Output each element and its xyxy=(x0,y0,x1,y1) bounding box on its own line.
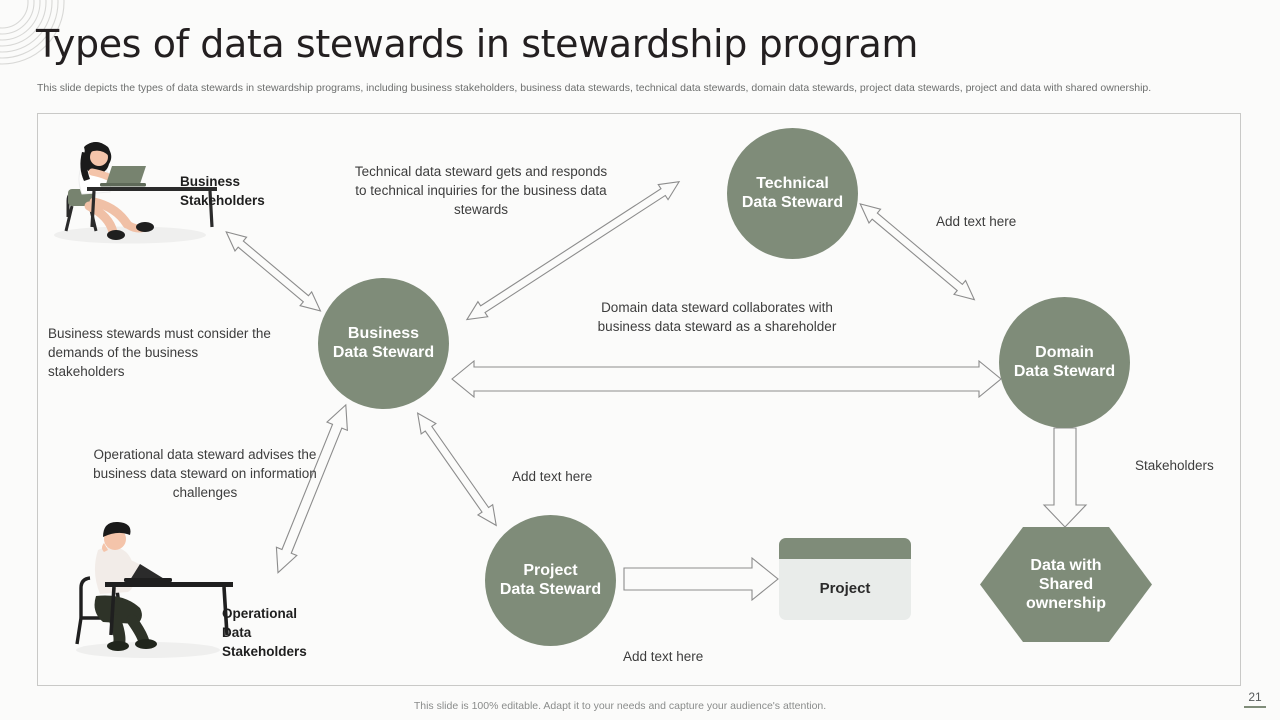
node-domain-data-steward[interactable]: Domain Data Steward xyxy=(999,297,1130,428)
label-operational-steward-note: Operational data steward advises the bus… xyxy=(93,447,317,500)
label-business-demands-note: Business stewards must consider the dema… xyxy=(48,326,271,379)
node-shared-ownership-label: Data with Shared ownership xyxy=(1026,556,1106,614)
node-label-line-3: ownership xyxy=(1025,595,1106,613)
label-stakeholders: Stakeholders xyxy=(1135,458,1214,473)
page-subtitle: This slide depicts the types of data ste… xyxy=(37,82,1152,94)
node-label-line-2: Shared xyxy=(1038,575,1094,593)
node-technical-data-steward-label: Technical Data Steward xyxy=(742,175,843,213)
project-box-label: Project xyxy=(819,579,871,597)
decorative-arcs-icon xyxy=(0,0,65,65)
node-label-line-2: Data Steward xyxy=(332,343,435,361)
node-business-data-steward[interactable]: Business Data Steward xyxy=(318,278,449,409)
node-label-line-1: Domain xyxy=(1035,343,1094,361)
node-label-line-2: Data Steward xyxy=(741,193,844,211)
node-domain-data-steward-label: Domain Data Steward xyxy=(1014,344,1115,382)
label-line-2: Stakeholders xyxy=(180,193,265,208)
label-business-stakeholders: Business Stakeholders xyxy=(180,172,330,210)
label-operational-data-stakeholders: Operational Data Stakeholders xyxy=(222,604,352,661)
node-project-box[interactable]: Project xyxy=(779,538,911,620)
footer-note: This slide is 100% editable. Adapt it to… xyxy=(413,700,827,712)
page-number-underline xyxy=(1244,706,1266,708)
node-label-line-1: Data with xyxy=(1030,556,1102,574)
project-box-header-bar xyxy=(779,538,911,559)
node-technical-data-steward[interactable]: Technical Data Steward xyxy=(727,128,858,259)
operational-stakeholder-illustration xyxy=(75,521,233,658)
node-label-line-1: Project xyxy=(523,561,578,579)
label-line-3: Stakeholders xyxy=(222,644,307,659)
label-line-1: Business xyxy=(180,174,241,189)
page-title: Types of data stewards in stewardship pr… xyxy=(36,22,919,66)
label-add-text-here-right[interactable]: Add text here xyxy=(936,214,1017,229)
label-domain-steward-note: Domain data steward collaborates with bu… xyxy=(597,300,837,334)
page-number: 21 xyxy=(1242,690,1268,708)
node-business-data-steward-label: Business Data Steward xyxy=(333,325,434,363)
label-add-text-here-bottom[interactable]: Add text here xyxy=(623,649,704,664)
page-number-value: 21 xyxy=(1248,690,1262,704)
node-label-line-1: Technical xyxy=(756,174,829,192)
node-project-data-steward[interactable]: Project Data Steward xyxy=(485,515,616,646)
node-label-line-2: Data Steward xyxy=(499,580,602,598)
node-label-line-1: Business xyxy=(347,324,420,342)
label-technical-steward-note: Technical data steward gets and responds… xyxy=(354,164,608,217)
node-label-line-2: Data Steward xyxy=(1013,362,1116,380)
business-stakeholder-illustration xyxy=(54,141,217,244)
node-project-data-steward-label: Project Data Steward xyxy=(500,562,601,600)
label-add-text-here-middle[interactable]: Add text here xyxy=(512,469,593,484)
label-line-1: Operational xyxy=(222,606,298,621)
label-line-2: Data xyxy=(222,625,252,640)
